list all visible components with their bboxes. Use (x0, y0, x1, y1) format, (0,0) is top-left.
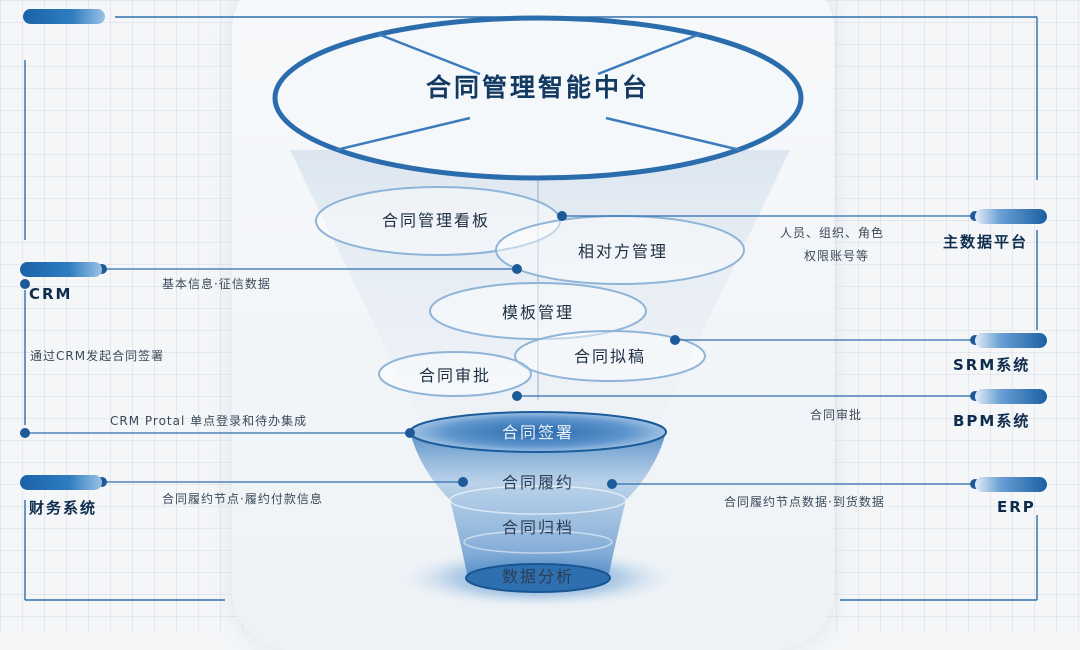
link-crm-sign: 通过CRM发起合同签署 (30, 349, 165, 363)
module-approval: 合同审批 (418, 366, 492, 385)
crm-pill (20, 262, 102, 277)
finance-pill (20, 475, 102, 490)
module-drafting: 合同拟稿 (573, 347, 647, 366)
top-left-pill (23, 9, 105, 24)
link-crm-info: 基本信息·征信数据 (162, 277, 271, 291)
bpm-pill (975, 389, 1047, 404)
system-finance: 财务系统 (29, 499, 98, 517)
diagram-graphics (20, 15, 1038, 608)
funnel-signing: 合同签署 (501, 423, 575, 442)
system-bpm: BPM系统 (953, 412, 1031, 430)
funnel-fulfillment: 合同履约 (501, 473, 575, 492)
link-crm-portal: CRM Protal 单点登录和待办集成 (110, 414, 308, 428)
master-data-pill (975, 209, 1047, 224)
link-erp-info: 合同履约节点数据·到货数据 (724, 495, 885, 509)
funnel-archive: 合同归档 (501, 518, 575, 537)
platform-title: 合同管理智能中台 (425, 73, 651, 102)
link-master-line1: 人员、组织、角色 (780, 226, 885, 240)
module-counterparty: 相对方管理 (577, 242, 669, 261)
module-dashboard: 合同管理看板 (381, 211, 491, 230)
system-srm: SRM系统 (953, 356, 1031, 374)
module-rings (315, 186, 745, 397)
connector-lines (25, 215, 975, 485)
system-crm: CRM (29, 285, 73, 303)
module-template: 模板管理 (501, 303, 575, 322)
link-master-line2: 权限账号等 (804, 249, 870, 263)
srm-pill (975, 333, 1047, 348)
link-finance-info: 合同履约节点·履约付款信息 (162, 492, 323, 506)
funnel-shape (398, 411, 678, 608)
erp-pill (975, 477, 1047, 492)
system-master-data: 主数据平台 (943, 233, 1029, 251)
link-bpm-info: 合同审批 (810, 408, 863, 422)
funnel-analytics: 数据分析 (501, 567, 575, 586)
system-erp: ERP (997, 498, 1036, 516)
